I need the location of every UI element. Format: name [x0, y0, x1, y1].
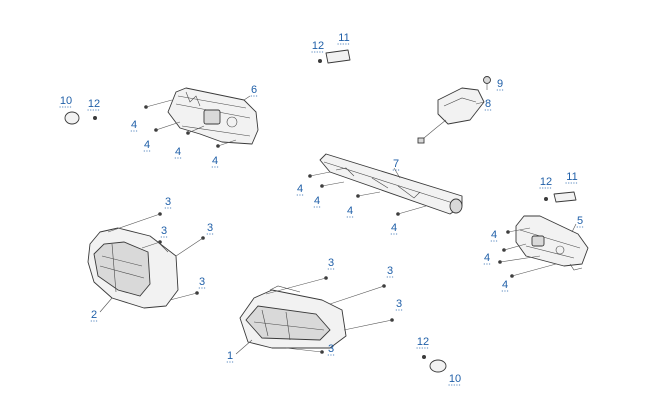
- part-2-headlight-left: [87, 227, 179, 309]
- callout-3: 3: [161, 225, 167, 237]
- callout-3: 3: [328, 257, 334, 269]
- leader-lines: [99, 95, 577, 355]
- callout-11: 11: [338, 32, 349, 44]
- callout-4: 4: [502, 279, 508, 291]
- part-6-bracket-assembly: [167, 87, 259, 145]
- callout-4: 4: [484, 252, 490, 264]
- part-8-sensor: [417, 87, 485, 144]
- part-10-cap-bottom: [422, 355, 447, 373]
- part-11-label-top: [318, 49, 351, 64]
- callout-4: 4: [175, 146, 181, 158]
- part-11-label-right: [544, 191, 577, 203]
- callout-3: 3: [387, 265, 393, 277]
- part-7-cross-beam: [319, 153, 463, 215]
- callout-4: 4: [131, 119, 137, 131]
- callout-10: 10: [60, 95, 72, 107]
- callout-4: 4: [314, 195, 320, 207]
- callout-4: 4: [144, 139, 150, 151]
- part-9-screw: [483, 76, 491, 90]
- callout-3: 3: [199, 276, 205, 288]
- callout-4: 4: [212, 155, 218, 167]
- callout-10: 10: [449, 373, 461, 385]
- callout-8: 8: [485, 98, 491, 110]
- callout-4: 4: [347, 205, 353, 217]
- callout-4: 4: [297, 183, 303, 195]
- callout-7: 7: [393, 158, 399, 170]
- callout-6: 6: [251, 84, 257, 96]
- callout-9: 9: [497, 78, 503, 90]
- callout-11: 11: [566, 171, 577, 183]
- part-5-bracket-right: [515, 215, 589, 271]
- callout-3: 3: [165, 196, 171, 208]
- callout-4: 4: [391, 222, 397, 234]
- callout-3: 3: [396, 298, 402, 310]
- part-10-cap-left: [64, 111, 97, 125]
- callout-3: 3: [328, 343, 334, 355]
- callout-3: 3: [207, 222, 213, 234]
- callout-4: 4: [491, 229, 497, 241]
- callout-12: 12: [88, 98, 100, 110]
- part-1-headlight-center: [239, 285, 347, 349]
- callout-12: 12: [540, 176, 552, 188]
- callout-2: 2: [91, 309, 97, 321]
- callout-1: 1: [227, 350, 233, 362]
- callout-12: 12: [312, 40, 324, 52]
- callout-5: 5: [577, 215, 583, 227]
- callout-12: 12: [417, 336, 429, 348]
